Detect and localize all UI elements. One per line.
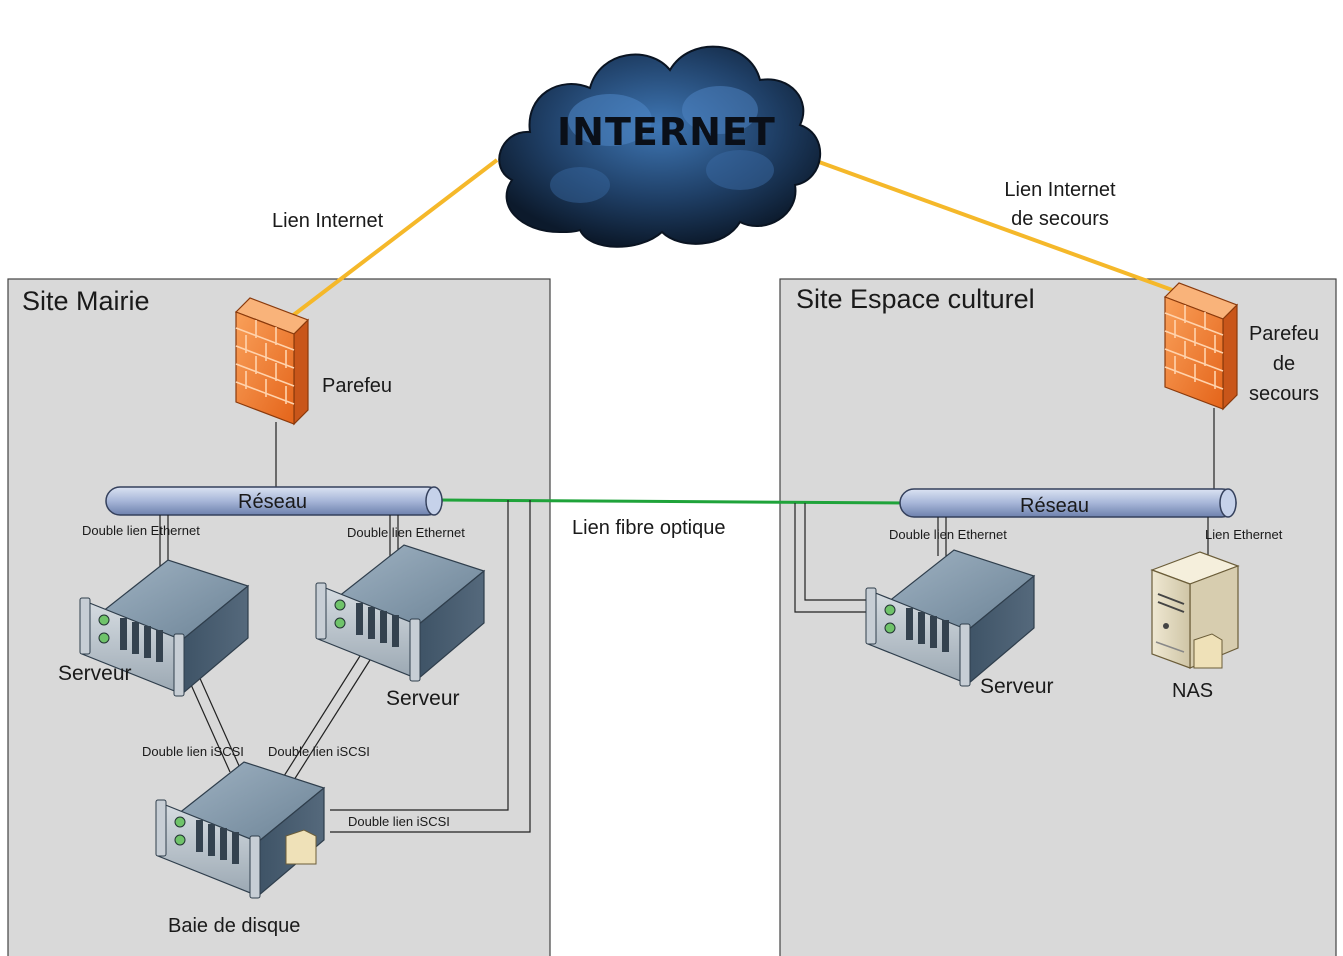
site-culturel-title: Site Espace culturel	[796, 284, 1035, 314]
server-label-3: Serveur	[980, 675, 1054, 698]
internet-cloud-icon	[498, 45, 822, 248]
backup-firewall-label-line1: Parefeu	[1248, 323, 1320, 345]
fibre-link-label: Lien fibre optique	[572, 517, 726, 539]
iscsi-label-3: Double lien iSCSI	[348, 814, 450, 829]
eth-double-label-2: Double lien Ethernet	[347, 525, 465, 540]
site-mairie-title: Site Mairie	[22, 286, 150, 316]
iscsi-label-2: Double lien iSCSI	[268, 744, 370, 759]
server-label-1: Serveur	[58, 662, 132, 685]
firewall-icon	[235, 297, 309, 425]
network-left-label: Réseau	[238, 491, 307, 513]
firewall-label: Parefeu	[322, 375, 393, 397]
storage-array-icon	[155, 761, 325, 899]
backup-link-label-line1: Lien Internet	[1004, 179, 1116, 201]
internet-link-line	[281, 158, 499, 325]
network-right-label: Réseau	[1020, 495, 1089, 517]
backup-firewall-icon	[1164, 282, 1238, 410]
culturel-cabling	[794, 503, 1209, 613]
eth-single-label: Lien Ethernet	[1205, 527, 1283, 542]
storage-label: Baie de disque	[168, 915, 301, 937]
site-culturel-box	[779, 278, 1337, 956]
internet-label: INTERNET	[557, 110, 776, 154]
nas-label: NAS	[1172, 680, 1214, 702]
backup-link-label-line2: de secours	[1011, 208, 1109, 230]
backup-firewall-label-line3: secours	[1248, 383, 1320, 405]
network-bus-left	[105, 486, 443, 516]
internet-link-label: Lien Internet	[272, 210, 384, 232]
nas-icon	[1150, 551, 1240, 669]
eth-double-label-1: Double lien Ethernet	[82, 523, 200, 538]
iscsi-label-1: Double lien iSCSI	[142, 744, 244, 759]
eth-double-label-3: Double lien Ethernet	[889, 527, 1007, 542]
backup-firewall-label-line2: de	[1272, 353, 1296, 375]
backup-internet-link-line	[807, 156, 1187, 297]
server-label-2: Serveur	[386, 687, 460, 710]
fibre-link-line	[439, 498, 906, 505]
network-bus-right	[899, 488, 1237, 518]
